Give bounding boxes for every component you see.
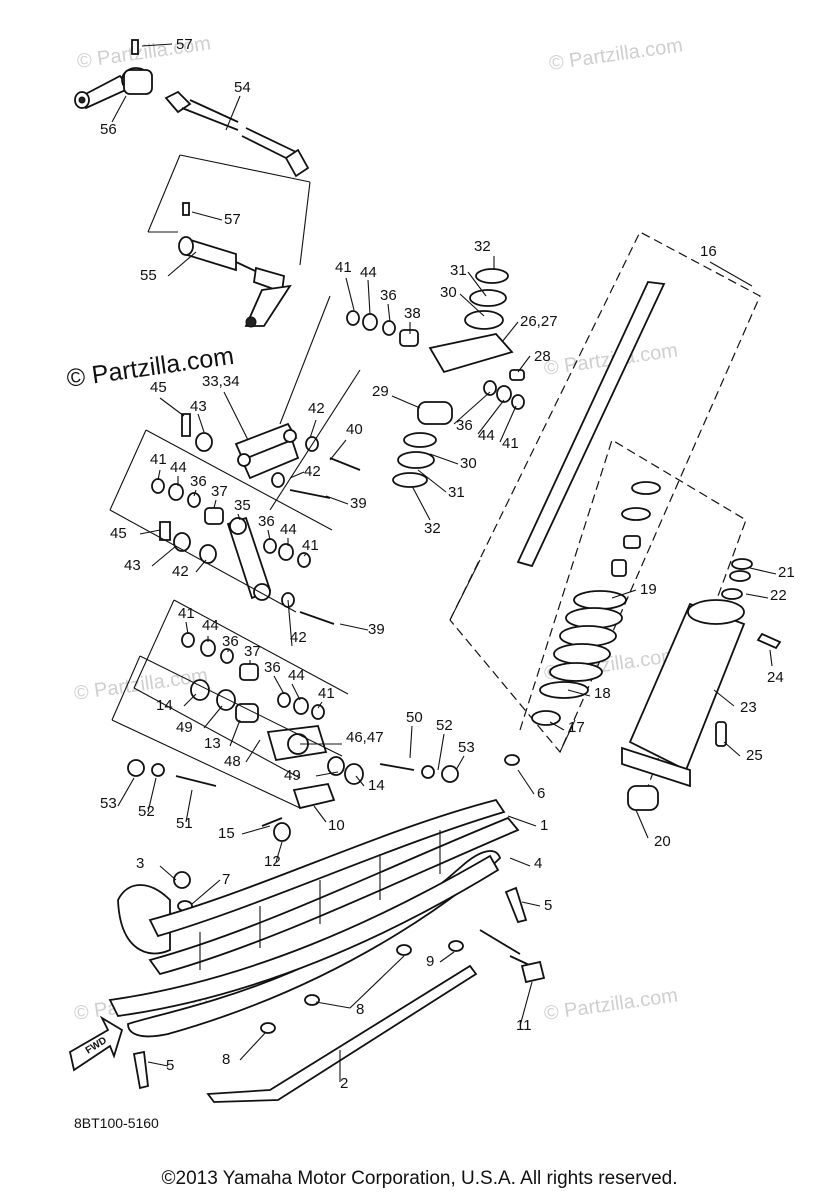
callout-label: 36 [258, 513, 275, 530]
callout-label: 44 [288, 667, 305, 684]
callout-label: 8 [222, 1051, 230, 1068]
callout-label: 48 [224, 753, 241, 770]
callout-label: 13 [204, 735, 221, 752]
callout-label: 44 [170, 459, 187, 476]
callout-label: 5 [544, 897, 552, 914]
callout-label: 8 [356, 1001, 364, 1018]
callout-label: 41 [150, 451, 167, 468]
callout-label: 25 [746, 747, 763, 764]
parts-drawing: FWD [68, 39, 782, 1103]
callout-label: 33,34 [202, 373, 240, 390]
callout-label: 53 [458, 739, 475, 756]
callout-label: 9 [426, 953, 434, 970]
callout-label: 15 [218, 825, 235, 842]
callout-label: 41 [178, 605, 195, 622]
callout-label: 3 [136, 855, 144, 872]
callout-label: 31 [450, 262, 467, 279]
callout-label: 32 [474, 238, 491, 255]
callout-label: 39 [350, 495, 367, 512]
callout-label: 41 [335, 259, 352, 276]
callout-label: 29 [372, 383, 389, 400]
callout-label: 44 [202, 617, 219, 634]
callout-label: 45 [110, 525, 127, 542]
callout-label: 26,27 [520, 313, 558, 330]
watermark-text: © Partzilla.com [73, 664, 210, 705]
callout-label: 20 [654, 833, 671, 850]
callout-label: 52 [138, 803, 155, 820]
callout-label: 11 [516, 1017, 532, 1034]
callout-label: 31 [448, 484, 465, 501]
callout-label: 16 [700, 243, 717, 260]
callout-label: 24 [767, 669, 784, 686]
callout-label: 38 [404, 305, 421, 322]
callout-label: 56 [100, 121, 117, 138]
callout-label: 22 [770, 587, 787, 604]
callout-label: 44 [360, 264, 377, 281]
callout-label: 5 [166, 1057, 174, 1074]
callout-label: 41 [318, 685, 335, 702]
callout-label: 55 [140, 267, 157, 284]
diagram-code: 8BT100-5160 [74, 1115, 159, 1131]
callout-label: 40 [346, 421, 363, 438]
callout-label: 36 [190, 473, 207, 490]
callout-label: 35 [234, 497, 251, 514]
callout-label: 10 [328, 817, 345, 834]
callout-label: 28 [534, 348, 551, 365]
callout-label: 42 [172, 563, 189, 580]
callout-label: 39 [368, 621, 385, 638]
callout-label: 57 [176, 36, 193, 53]
callout-label: 54 [234, 79, 251, 96]
callout-label: 51 [176, 815, 193, 832]
watermark-text: © Partzilla.com [543, 984, 680, 1025]
callout-label: 18 [594, 685, 611, 702]
leader-lines [111, 43, 777, 1082]
watermark-text: © Partzilla.com [548, 34, 685, 75]
callout-label: 44 [280, 521, 297, 538]
callout-label: 37 [211, 483, 228, 500]
ski-assembly [108, 798, 520, 1038]
callout-label: 23 [740, 699, 757, 716]
callout-label: 45 [150, 379, 167, 396]
callout-label: 14 [368, 777, 385, 794]
callout-label: 57 [224, 211, 241, 228]
callout-label: 4 [534, 855, 542, 872]
callout-label: 32 [424, 520, 441, 537]
callout-label: 1 [540, 817, 548, 834]
callout-label: 44 [478, 427, 495, 444]
callout-label: 42 [308, 400, 325, 417]
callout-label: 12 [264, 853, 281, 870]
callout-label: 7 [222, 871, 230, 888]
callout-label: 41 [302, 537, 319, 554]
copyright-notice: ©2013 Yamaha Motor Corporation, U.S.A. A… [161, 1168, 678, 1189]
callout-label: 14 [156, 697, 173, 714]
callout-label: 49 [176, 719, 193, 736]
callout-label: 30 [460, 455, 477, 472]
callout-label: 36 [264, 659, 281, 676]
callout-label: 52 [436, 717, 453, 734]
callout-label: 30 [440, 284, 457, 301]
callout-label: 2 [340, 1075, 348, 1092]
callout-label: 42 [304, 463, 321, 480]
callout-labels: 57 56 54 57 55 16 32 31 30 26,27 28 41 4… [100, 36, 795, 1092]
callout-label: 36 [222, 633, 239, 650]
callout-label: 36 [380, 287, 397, 304]
callout-label: 46,47 [346, 729, 384, 746]
callout-label: 42 [290, 629, 307, 646]
callout-label: 41 [502, 435, 519, 452]
callout-label: 53 [100, 795, 117, 812]
spring-19 [531, 481, 661, 726]
callout-label: 21 [778, 564, 795, 581]
callout-label: 6 [537, 785, 545, 802]
callout-label: 36 [456, 417, 473, 434]
callout-label: 17 [568, 719, 585, 736]
callout-label: 49 [284, 767, 301, 784]
callout-label: 37 [244, 643, 261, 660]
callout-label: 43 [190, 398, 207, 415]
callout-label: 19 [640, 581, 657, 598]
callout-label: 50 [406, 709, 423, 726]
callout-label: 43 [124, 557, 141, 574]
